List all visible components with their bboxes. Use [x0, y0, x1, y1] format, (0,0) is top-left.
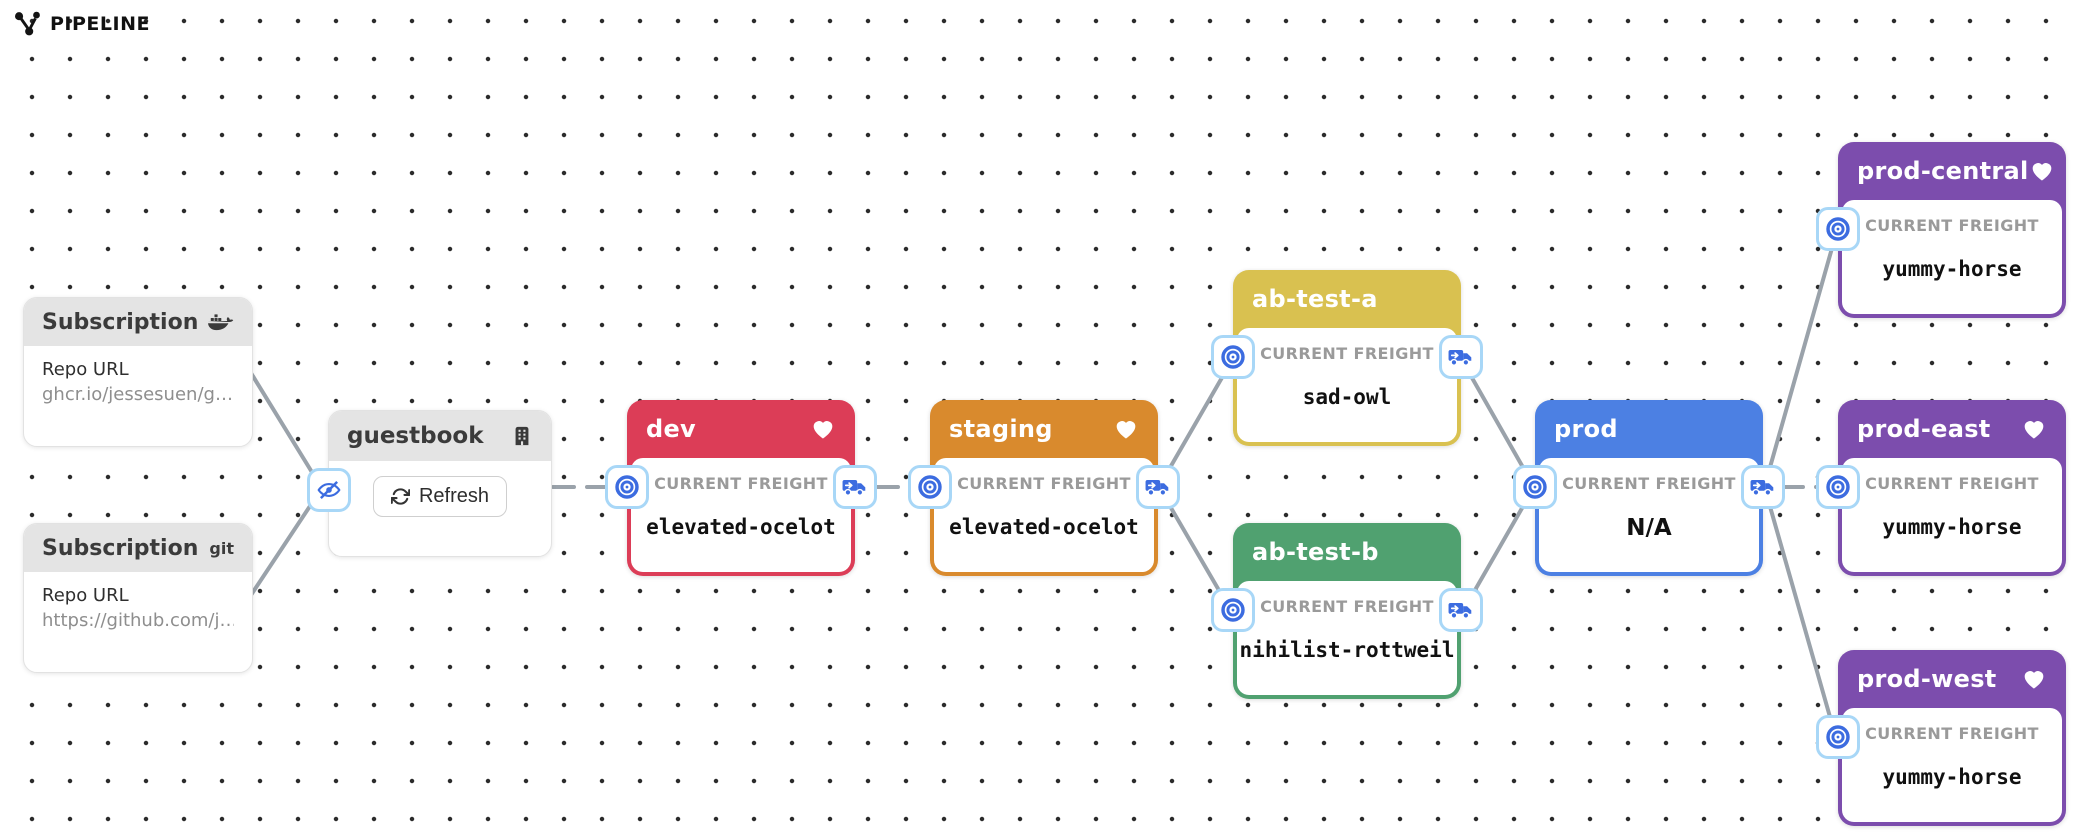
- freight-target-icon[interactable]: [1816, 207, 1860, 251]
- stage-body: CURRENT FREIGHT yummy-horse: [1842, 458, 2062, 572]
- refresh-icon: [390, 488, 410, 505]
- stage-name: prod: [1554, 415, 1618, 443]
- freight-truck-icon[interactable]: [1439, 588, 1483, 632]
- subscription-node-git[interactable]: Subscription git Repo URL https://github…: [23, 523, 253, 673]
- heart-icon: [2021, 666, 2047, 692]
- current-freight-label: CURRENT FREIGHT: [654, 474, 828, 493]
- stage-name: dev: [646, 415, 697, 443]
- stage-body: CURRENT FREIGHT nihilist-rottweil: [1237, 581, 1457, 695]
- stage-header: prod-central: [1838, 142, 2066, 200]
- stage-node-prod-east[interactable]: prod-east CURRENT FREIGHT yummy-horse: [1816, 400, 2066, 576]
- freight-name: elevated-ocelot: [949, 515, 1139, 539]
- warehouse-header: guestbook: [329, 411, 551, 461]
- current-freight-label: CURRENT FREIGHT: [1562, 474, 1736, 493]
- stage-name: staging: [949, 415, 1053, 443]
- freight-target-icon[interactable]: [1211, 335, 1255, 379]
- current-freight-label: CURRENT FREIGHT: [1260, 344, 1434, 363]
- freight-name: yummy-horse: [1882, 765, 2022, 789]
- stage-node-ab-test-b[interactable]: ab-test-b CURRENT FREIGHT nihilist-rottw…: [1211, 523, 1483, 699]
- stage-body: CURRENT FREIGHT yummy-horse: [1842, 200, 2062, 314]
- refresh-button-label: Refresh: [418, 485, 490, 507]
- stage-header: ab-test-a: [1233, 270, 1461, 328]
- freight-name: elevated-ocelot: [646, 515, 836, 539]
- freight-name: nihilist-rottweil: [1239, 638, 1455, 662]
- freight-target-icon[interactable]: [908, 465, 952, 509]
- docker-whale-icon: [207, 314, 234, 331]
- stage-name: ab-test-a: [1252, 285, 1378, 313]
- stage-name: prod-central: [1857, 157, 2029, 185]
- stage-body: CURRENT FREIGHT N/A: [1539, 458, 1759, 572]
- stage-body: CURRENT FREIGHT sad-owl: [1237, 328, 1457, 442]
- repo-url-value: https://github.com/j…: [42, 610, 234, 631]
- freight-target-icon[interactable]: [1513, 465, 1557, 509]
- freight-target-icon[interactable]: [1816, 715, 1860, 759]
- current-freight-label: CURRENT FREIGHT: [1865, 474, 2039, 493]
- heart-icon: [1113, 416, 1139, 442]
- freight-name: sad-owl: [1302, 385, 1392, 409]
- stage-node-prod[interactable]: prod CURRENT FREIGHT N/A: [1513, 400, 1785, 576]
- stage-body: CURRENT FREIGHT elevated-ocelot: [934, 458, 1154, 572]
- warehouse-node-guestbook[interactable]: guestbook Refresh: [307, 410, 552, 557]
- subscription-title: Subscription: [42, 309, 199, 335]
- freight-truck-icon[interactable]: [1136, 465, 1180, 509]
- stage-node-prod-central[interactable]: prod-central CURRENT FREIGHT yummy-horse: [1816, 142, 2066, 318]
- eye-slash-icon: [317, 480, 341, 500]
- stage-header: prod-east: [1838, 400, 2066, 458]
- freight-name: yummy-horse: [1882, 515, 2022, 539]
- freight-target-icon[interactable]: [605, 465, 649, 509]
- stage-header: dev: [627, 400, 855, 458]
- current-freight-label: CURRENT FREIGHT: [1865, 216, 2039, 235]
- pipeline-graph-icon: [15, 11, 40, 36]
- freight-truck-icon[interactable]: [833, 465, 877, 509]
- stage-node-staging[interactable]: staging CURRENT FREIGHT elevated-ocelot: [908, 400, 1180, 576]
- heart-icon: [810, 416, 836, 442]
- hidden-upstream-button[interactable]: [307, 468, 351, 512]
- stage-node-dev[interactable]: dev CURRENT FREIGHT elevated-ocelot: [605, 400, 877, 576]
- stage-node-prod-west[interactable]: prod-west CURRENT FREIGHT yummy-horse: [1816, 650, 2066, 826]
- subscription-header: Subscription git: [24, 524, 252, 572]
- heart-icon: [2029, 158, 2055, 184]
- freight-truck-icon[interactable]: [1439, 335, 1483, 379]
- warehouse-building-icon: [515, 426, 529, 446]
- app-header: PIPELINE: [14, 10, 150, 37]
- stage-body: CURRENT FREIGHT yummy-horse: [1842, 708, 2062, 822]
- subscription-header: Subscription: [24, 298, 252, 346]
- stage-header: prod: [1535, 400, 1763, 458]
- freight-name: N/A: [1626, 515, 1672, 541]
- current-freight-label: CURRENT FREIGHT: [1260, 597, 1434, 616]
- page-title: PIPELINE: [50, 12, 150, 35]
- freight-truck-icon[interactable]: [1741, 465, 1785, 509]
- freight-target-icon[interactable]: [1816, 465, 1860, 509]
- subscription-node-image[interactable]: Subscription Repo URL ghcr.io/jessesuen/…: [23, 297, 253, 447]
- stage-body: CURRENT FREIGHT elevated-ocelot: [631, 458, 851, 572]
- stage-name: prod-east: [1857, 415, 1991, 443]
- heart-icon: [2021, 416, 2047, 442]
- stage-header: staging: [930, 400, 1158, 458]
- current-freight-label: CURRENT FREIGHT: [957, 474, 1131, 493]
- repo-url-value: ghcr.io/jessesuen/g…: [42, 384, 233, 405]
- stage-name: ab-test-b: [1252, 538, 1379, 566]
- repo-url-label: Repo URL: [42, 359, 129, 380]
- subscription-title: Subscription: [42, 535, 199, 561]
- git-type-label: git: [209, 538, 234, 558]
- refresh-button[interactable]: Refresh: [372, 476, 508, 517]
- stage-header: prod-west: [1838, 650, 2066, 708]
- freight-target-icon[interactable]: [1211, 588, 1255, 632]
- current-freight-label: CURRENT FREIGHT: [1865, 724, 2039, 743]
- stage-node-ab-test-a[interactable]: ab-test-a CURRENT FREIGHT sad-owl: [1211, 270, 1483, 446]
- repo-url-label: Repo URL: [42, 585, 129, 606]
- freight-name: yummy-horse: [1882, 257, 2022, 281]
- warehouse-name: guestbook: [347, 423, 484, 449]
- stage-header: ab-test-b: [1233, 523, 1461, 581]
- stage-name: prod-west: [1857, 665, 1997, 693]
